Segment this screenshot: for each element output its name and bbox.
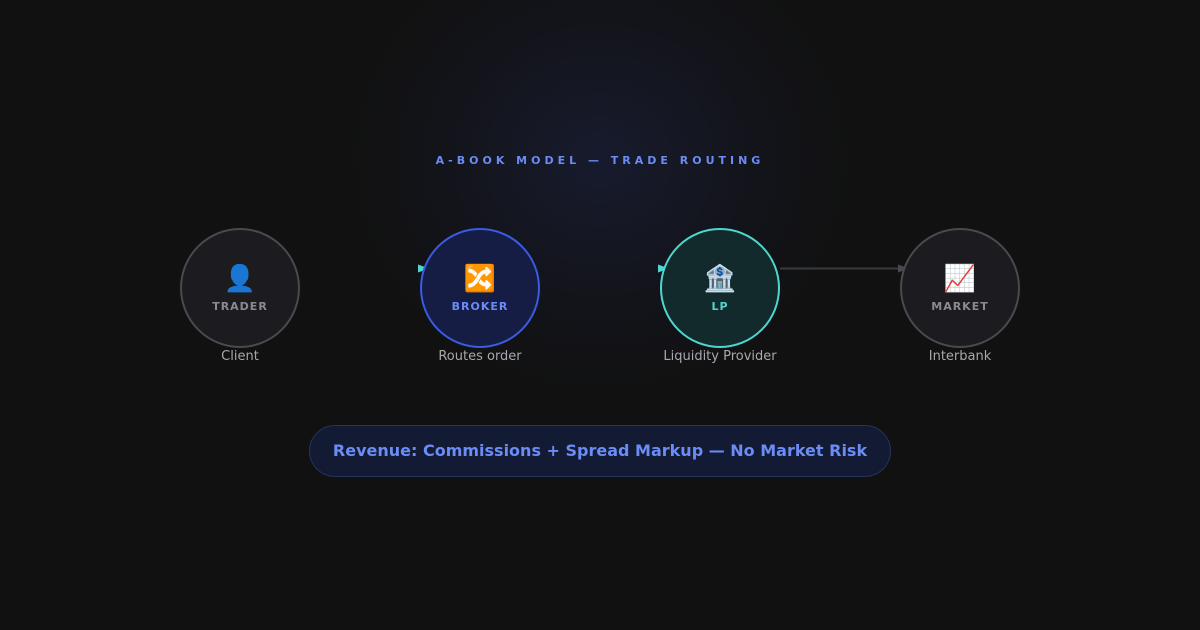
- person-icon: 👤: [223, 264, 257, 294]
- node-label-broker: BROKER: [451, 300, 509, 313]
- node-label-market: MARKET: [931, 300, 989, 313]
- node-lp: 🏦 LP: [660, 228, 780, 348]
- caption-trader: Client: [221, 349, 259, 364]
- node-label-trader: TRADER: [212, 300, 268, 313]
- caption-market: Interbank: [928, 349, 992, 364]
- shuffle-icon: 🔀: [463, 264, 497, 294]
- node-trader: 👤 TRADER: [180, 228, 300, 348]
- caption-lp: Liquidity Provider: [663, 349, 777, 364]
- node-label-lp: LP: [711, 300, 729, 313]
- node-market: 📈 MARKET: [900, 228, 1020, 348]
- bank-icon: 🏦: [703, 264, 737, 294]
- chart-increasing-icon: 📈: [943, 264, 977, 294]
- node-broker: 🔀 BROKER: [420, 228, 540, 348]
- revenue-note: Revenue: Commissions + Spread Markup — N…: [309, 425, 891, 477]
- diagram-title: A-BOOK MODEL — TRADE ROUTING: [435, 154, 765, 167]
- caption-broker: Routes order: [438, 349, 522, 364]
